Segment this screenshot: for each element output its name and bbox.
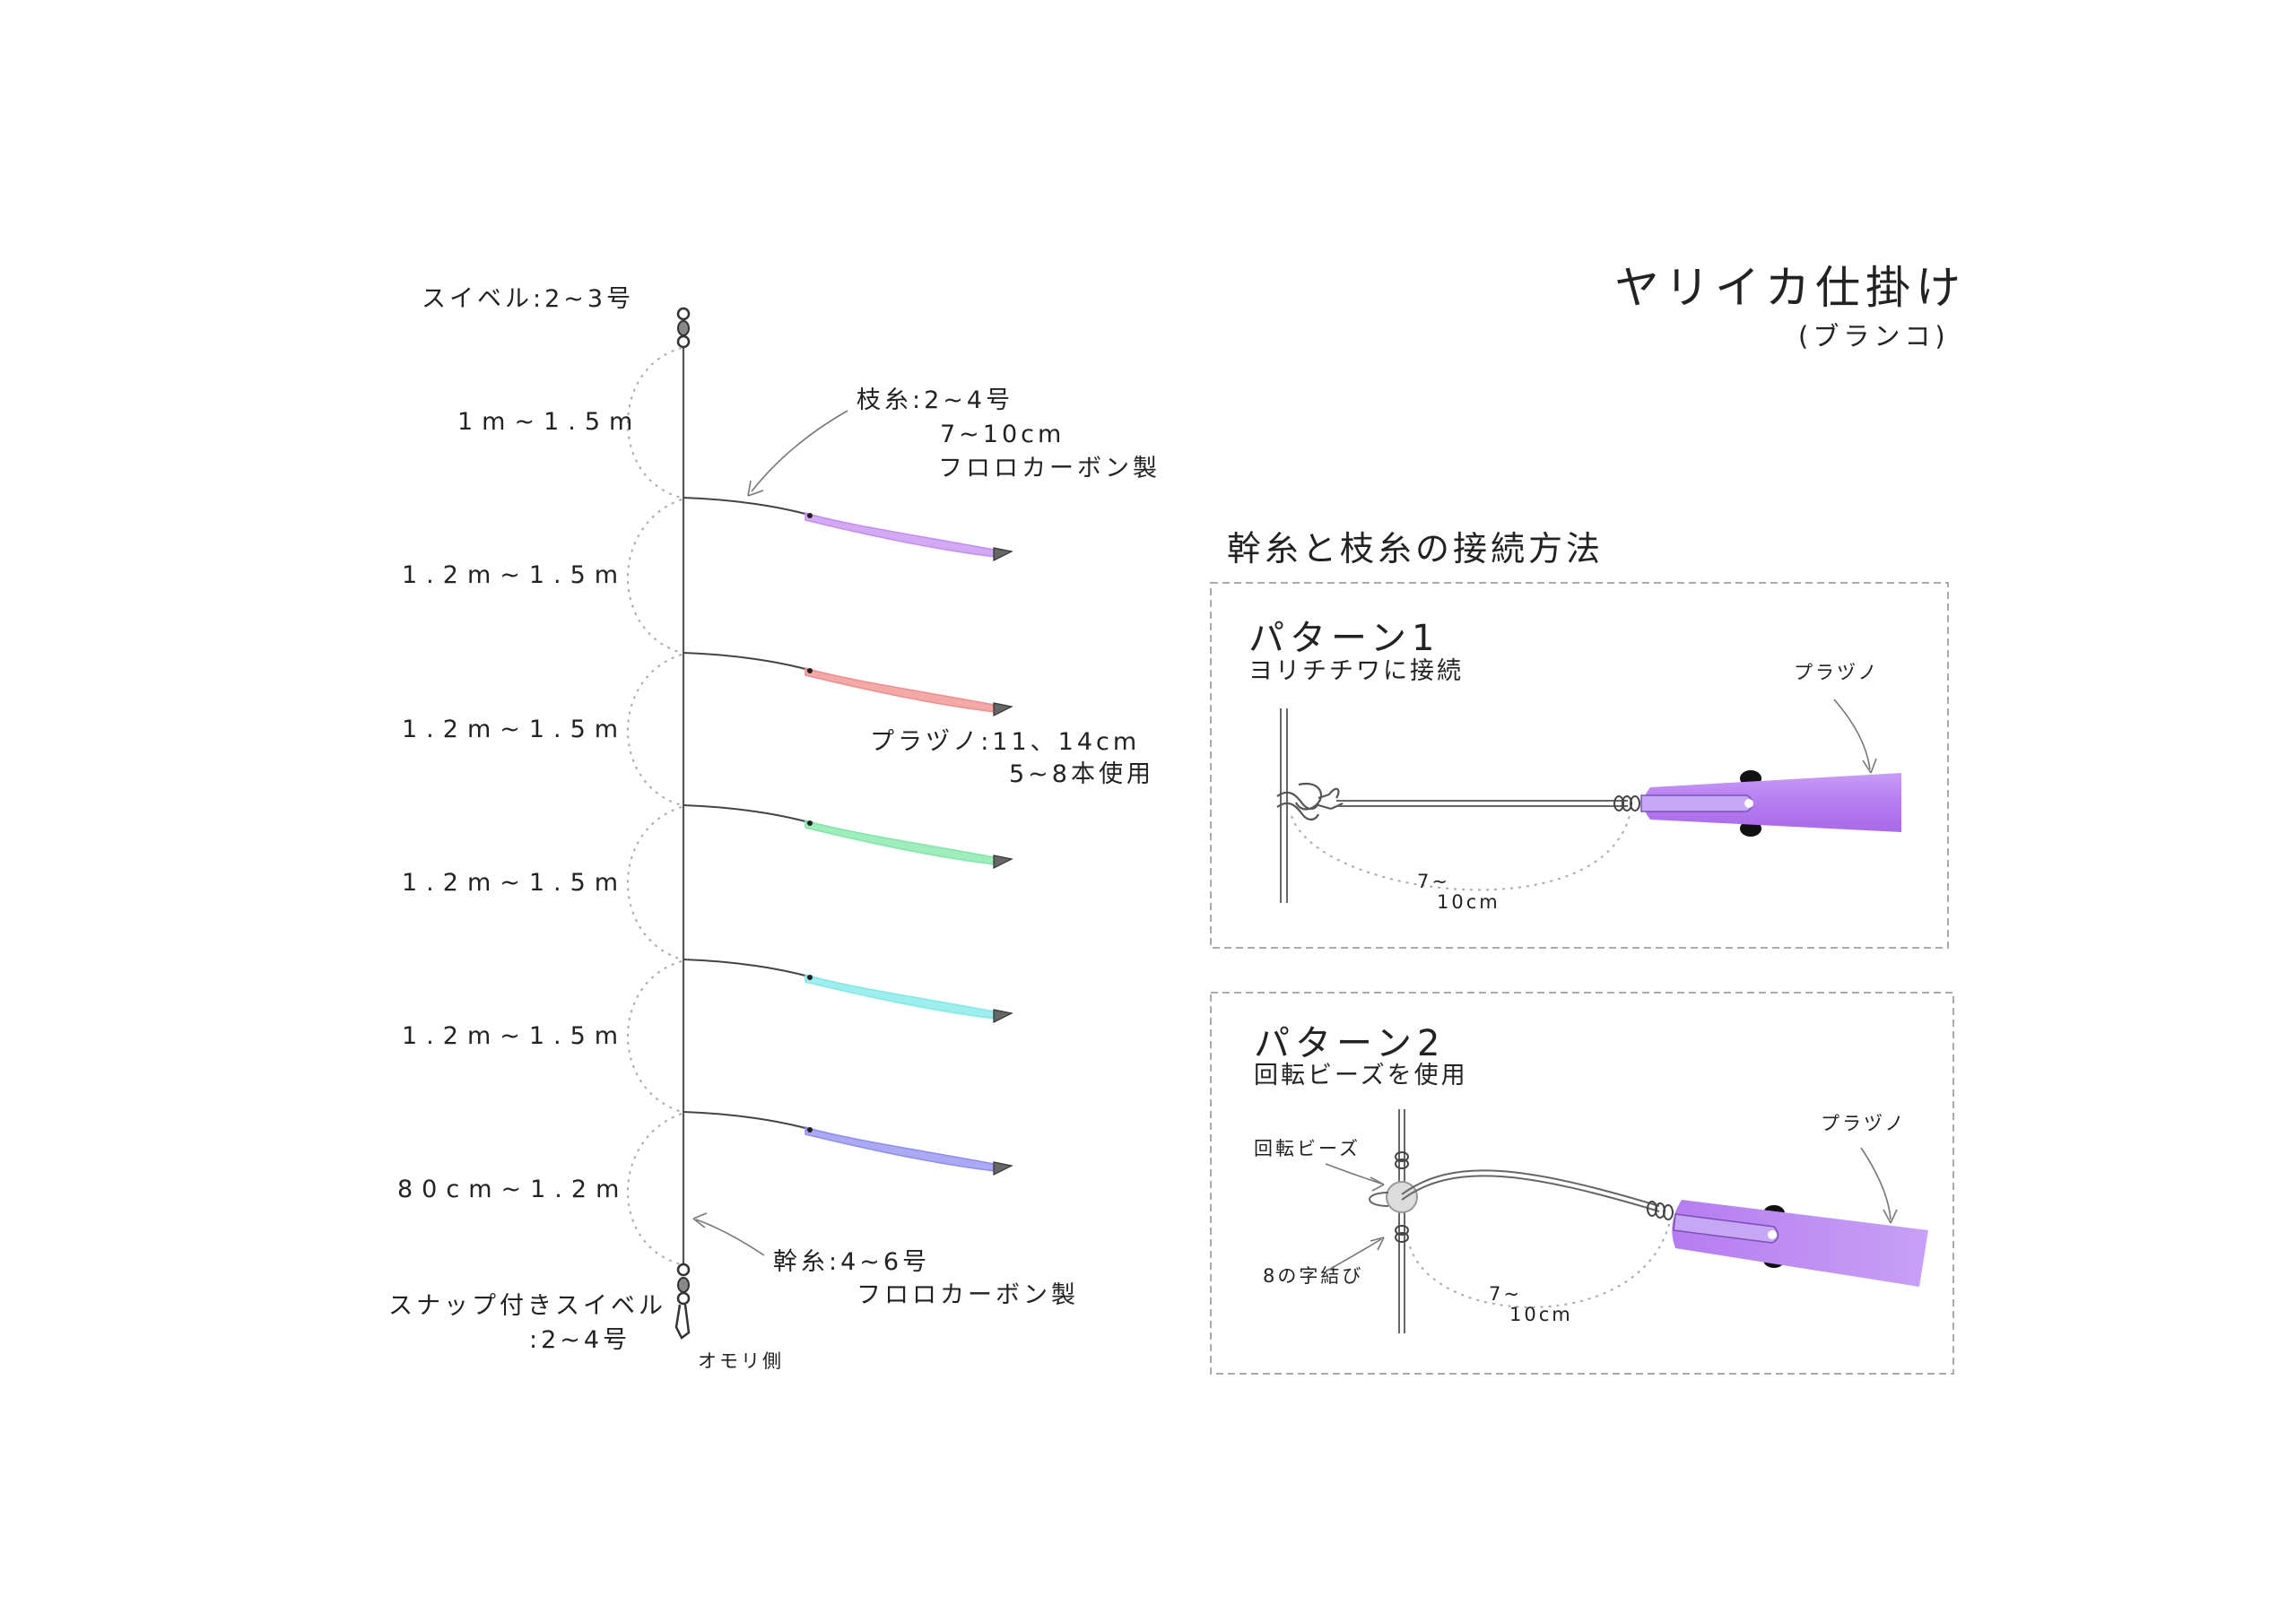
- branch-lure-1: [683, 497, 1013, 561]
- snap-swivel-icon: [674, 1263, 691, 1340]
- segment-label-6: 80cm~1.2m: [397, 1176, 628, 1203]
- connection-heading: 幹糸と枝糸の接続方法: [1227, 529, 1604, 568]
- segment-label-2: 1.2m~1.5m: [402, 561, 627, 589]
- pattern2-lure-label: プラヅノ: [1821, 1113, 1906, 1134]
- sinker-side-label: オモリ側: [698, 1350, 784, 1372]
- pattern1-lure-arrowhead: [1862, 758, 1877, 774]
- bead-label: 回転ビーズ: [1254, 1138, 1361, 1159]
- branch-line-label: 枝糸:2~4号: [857, 386, 1013, 414]
- snap-swivel-label: スナップ付きスイベル: [388, 1292, 666, 1320]
- knot-arrowhead: [1370, 1237, 1385, 1251]
- branch-lures: [683, 497, 1013, 1176]
- segment-label-4: 1.2m~1.5m: [402, 869, 627, 897]
- pattern1-knot-icon: [1613, 795, 1640, 812]
- pattern2-desc: 回転ビーズを使用: [1254, 1062, 1468, 1089]
- main-line-material-label: フロロカーボン製: [857, 1281, 1079, 1309]
- pattern1-lure-label: プラヅノ: [1794, 662, 1879, 683]
- pattern2-title: パターン2: [1254, 1023, 1445, 1064]
- pattern1-length-2: 10cm: [1437, 891, 1500, 913]
- branch-lure-3: [683, 804, 1013, 869]
- pattern2-panel: パターン2 回転ビーズを使用 プラヅノ 回転ビーズ 8の字結び: [1210, 992, 1954, 1375]
- pattern1-length-1: 7~: [1417, 871, 1450, 892]
- pattern2-length-1: 7~: [1489, 1283, 1522, 1305]
- top-swivel-label: スイベル:2~3号: [422, 285, 634, 313]
- branch-line-arrow: [751, 410, 848, 492]
- page-title: ヤリイカ仕掛け: [1614, 262, 1966, 314]
- segment-arcs: [627, 347, 683, 1265]
- knot-arrow: [1325, 1238, 1382, 1272]
- top-swivel-icon: [676, 307, 691, 349]
- segment-label-5: 1.2m~1.5m: [402, 1022, 627, 1050]
- main-line-label: 幹糸:4~6号: [773, 1248, 930, 1276]
- pattern2-lure-icon: [1672, 1200, 1928, 1287]
- pattern1-desc: ヨリチチワに接続: [1248, 657, 1464, 685]
- pattern2-lure-arrowhead: [1883, 1209, 1898, 1224]
- branch-lure-4: [683, 959, 1013, 1023]
- page-subtitle: (ブランコ): [1798, 321, 1950, 352]
- snap-swivel-size-label: :2~4号: [529, 1326, 631, 1354]
- knot-label: 8の字結び: [1263, 1265, 1363, 1287]
- bead-arrow: [1325, 1163, 1382, 1185]
- segment-label-3: 1.2m~1.5m: [402, 716, 627, 743]
- pattern2-knot-icon: [1647, 1201, 1674, 1220]
- main-line-arrowhead: [692, 1212, 708, 1228]
- plazuno-count-label: 5~8本使用: [1009, 760, 1154, 788]
- pattern1-lure-icon: [1640, 770, 1901, 837]
- main-rig: スイベル:2~3号 1m~1.5m 1.2m~1.5m 1.2m~1.5m 1.…: [388, 285, 1161, 1372]
- figure-eight-knot-icon: [1395, 1151, 1409, 1243]
- branch-lure-2: [683, 652, 1013, 716]
- branch-length-label: 7~10cm: [940, 421, 1065, 448]
- twisted-loop-icon: [1276, 782, 1344, 821]
- branch-lure-5: [683, 1111, 1013, 1176]
- branch-material-label: フロロカーボン製: [938, 455, 1161, 482]
- pattern1-title: パターン1: [1248, 618, 1439, 659]
- pattern2-lure-arrow: [1860, 1147, 1892, 1220]
- pattern1-lure-arrow: [1833, 699, 1871, 770]
- bead-arrowhead: [1370, 1176, 1385, 1192]
- segment-label-1: 1m~1.5m: [457, 408, 641, 436]
- pattern2-length-2: 10cm: [1509, 1304, 1573, 1325]
- main-line-arrow: [695, 1219, 765, 1256]
- pattern1-panel: パターン1 ヨリチチワに接続 プラヅノ: [1210, 582, 1949, 949]
- plazuno-label: プラヅノ:11、14cm: [870, 728, 1140, 756]
- branch-line-arrowhead: [747, 480, 764, 497]
